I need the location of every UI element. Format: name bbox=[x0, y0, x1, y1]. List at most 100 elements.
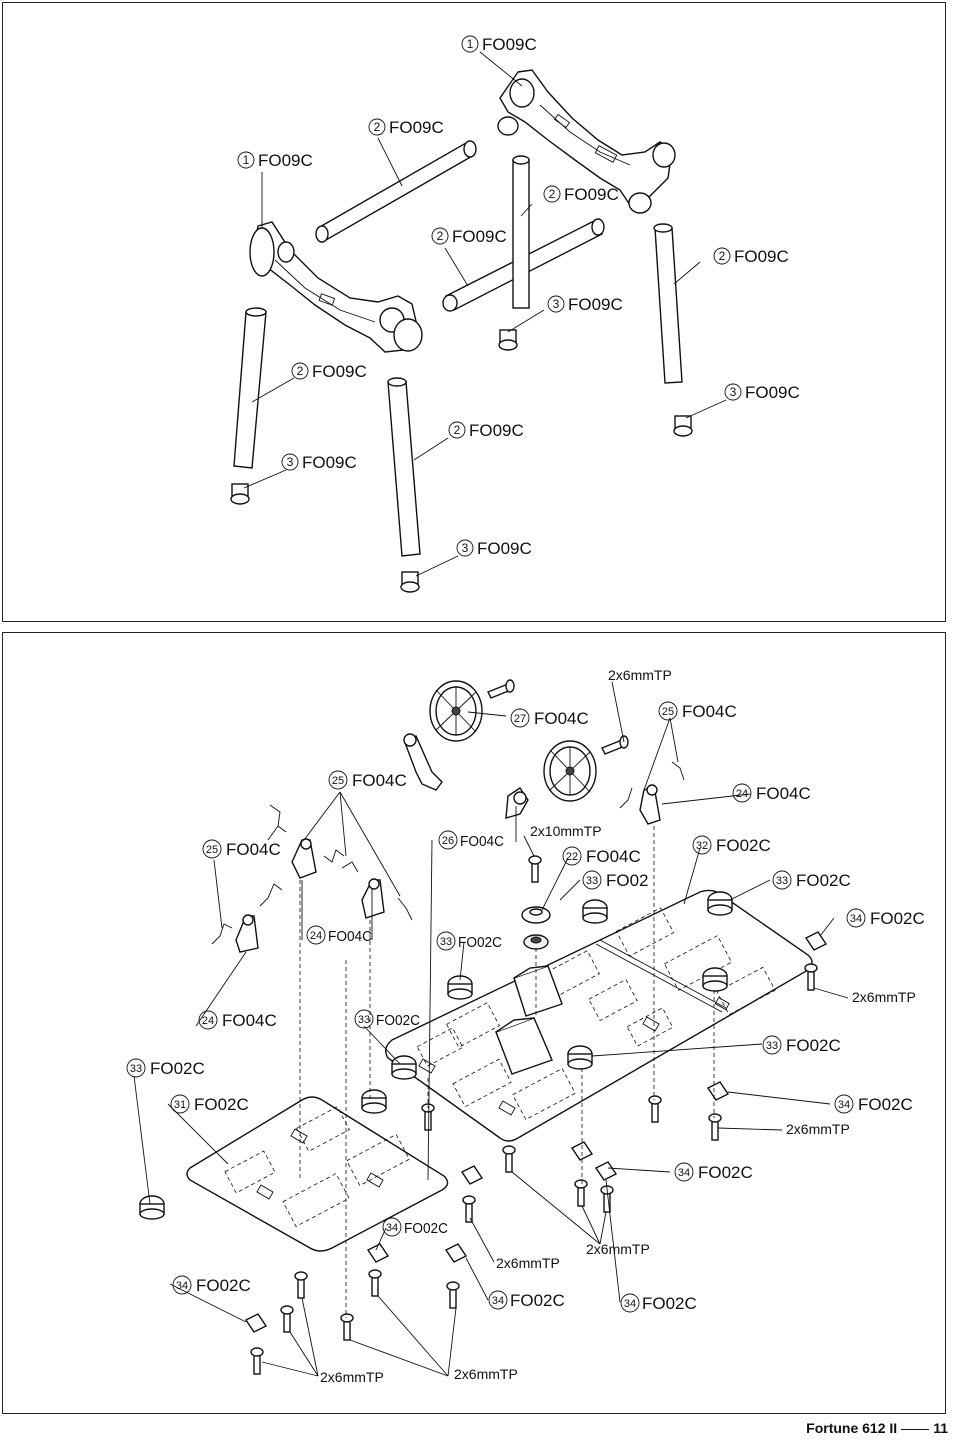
label-2x6mmtp-right: 2x6mmTP bbox=[852, 989, 916, 1005]
svg-text:FO09C: FO09C bbox=[568, 295, 623, 314]
label-2-fo09c-b: 2 FO09C bbox=[543, 185, 619, 204]
svg-text:2x6mmTP: 2x6mmTP bbox=[852, 989, 916, 1005]
svg-text:34: 34 bbox=[386, 1222, 398, 1234]
svg-text:2: 2 bbox=[549, 187, 556, 201]
svg-text:33: 33 bbox=[766, 1040, 778, 1052]
svg-text:FO02C: FO02C bbox=[194, 1095, 249, 1114]
svg-text:2x6mmTP: 2x6mmTP bbox=[320, 1369, 384, 1385]
svg-text:3: 3 bbox=[730, 385, 737, 399]
svg-text:FO04C: FO04C bbox=[586, 847, 641, 866]
svg-text:2: 2 bbox=[719, 249, 726, 263]
leg-center-back bbox=[512, 155, 530, 309]
label-1-fo09c-left: 1 FO09C bbox=[237, 151, 313, 170]
label-22-fo04c: 22 FO04C bbox=[562, 846, 641, 866]
svg-text:33: 33 bbox=[358, 1014, 370, 1026]
label-2x6mmtp-top: 2x6mmTP bbox=[608, 667, 672, 683]
svg-text:FO02C: FO02C bbox=[870, 909, 925, 928]
label-24-fo04c-center: 24 FO04C bbox=[306, 925, 372, 945]
svg-text:2x6mmTP: 2x6mmTP bbox=[608, 667, 672, 683]
label-2-fo09c-c: 2 FO09C bbox=[431, 227, 507, 246]
manual-title: Fortune 612 II bbox=[806, 1420, 898, 1436]
label-33-fo02c-mid: 33 FO02C bbox=[354, 1009, 420, 1029]
svg-text:27: 27 bbox=[514, 713, 526, 725]
svg-text:34: 34 bbox=[678, 1167, 690, 1179]
svg-text:2: 2 bbox=[437, 229, 444, 243]
svg-text:FO02C: FO02C bbox=[642, 1294, 697, 1313]
svg-text:2x6mmTP: 2x6mmTP bbox=[586, 1241, 650, 1257]
svg-text:34: 34 bbox=[624, 1298, 636, 1310]
svg-text:FO09C: FO09C bbox=[452, 227, 507, 246]
label-1-fo09c-top: 1 FO09C bbox=[461, 35, 537, 54]
svg-text:1: 1 bbox=[467, 37, 474, 51]
label-24-fo04c-top-right: 24 FO04C bbox=[732, 783, 811, 803]
svg-text:2x6mmTP: 2x6mmTP bbox=[786, 1121, 850, 1137]
svg-text:34: 34 bbox=[838, 1099, 850, 1111]
hand-wheel-upper bbox=[429, 680, 483, 742]
bracket-left-top bbox=[291, 838, 317, 879]
svg-text:3: 3 bbox=[553, 297, 560, 311]
label-32-fo02c: 32 FO02C bbox=[692, 835, 771, 855]
label-3-fo09c-c: 3 FO09C bbox=[281, 453, 357, 472]
label-26-fo04c: 26 FO04C bbox=[438, 830, 504, 850]
svg-text:FO02: FO02 bbox=[606, 871, 649, 890]
svg-text:FO09C: FO09C bbox=[258, 151, 313, 170]
label-34-fo02c-right: 34 FO02C bbox=[846, 908, 925, 928]
label-24-fo04c-left: 24 FO04C bbox=[198, 1010, 277, 1030]
svg-text:31: 31 bbox=[174, 1099, 186, 1111]
svg-text:34: 34 bbox=[176, 1280, 188, 1292]
svg-text:FO02C: FO02C bbox=[796, 871, 851, 890]
svg-text:25: 25 bbox=[332, 775, 344, 787]
label-34-fo02c-right-low: 34 FO02C bbox=[834, 1094, 913, 1114]
bracket-right-upper bbox=[639, 784, 661, 825]
bracket-arm-upper bbox=[403, 733, 443, 791]
svg-text:FO02C: FO02C bbox=[716, 836, 771, 855]
screw-vertical-set bbox=[250, 855, 818, 1375]
center-bearing-box-upper bbox=[513, 965, 563, 1017]
svg-text:FO09C: FO09C bbox=[482, 35, 537, 54]
svg-text:FO09C: FO09C bbox=[477, 539, 532, 558]
svg-text:FO04C: FO04C bbox=[460, 833, 504, 850]
label-34-fo02c-bottom-left: 34 FO02C bbox=[172, 1275, 251, 1295]
label-31-fo02c: 31 FO02C bbox=[170, 1094, 249, 1114]
crank-handle-set bbox=[211, 761, 685, 945]
svg-text:25: 25 bbox=[206, 844, 218, 856]
leg-center-front bbox=[387, 377, 421, 557]
stand-side-frame-right bbox=[497, 69, 676, 214]
leg-foot-cap-left bbox=[230, 483, 250, 505]
label-2x10mmtp: 2x10mmTP bbox=[530, 823, 602, 839]
page-number: 11 bbox=[933, 1420, 948, 1436]
mounting-clip-set bbox=[244, 931, 828, 1333]
svg-text:FO04C: FO04C bbox=[328, 928, 372, 945]
leg-right-back bbox=[653, 223, 683, 384]
bracket-center-upper bbox=[505, 787, 529, 819]
svg-text:FO02C: FO02C bbox=[786, 1036, 841, 1055]
label-33-fo02c-far-left: 33 FO02C bbox=[126, 1058, 205, 1078]
svg-text:FO09C: FO09C bbox=[469, 421, 524, 440]
label-2x6mmtp-bottom-center: 2x6mmTP bbox=[454, 1366, 518, 1382]
leg-foot-cap-right bbox=[673, 415, 693, 437]
svg-text:FO02C: FO02C bbox=[698, 1163, 753, 1182]
bearing-washer-stack bbox=[521, 906, 551, 950]
svg-text:3: 3 bbox=[462, 541, 469, 555]
label-3-fo09c-d: 3 FO09C bbox=[456, 539, 532, 558]
svg-text:FO09C: FO09C bbox=[734, 247, 789, 266]
label-33-fo02c-right-mid: 33 FO02C bbox=[762, 1035, 841, 1055]
label-34-fo02c-center-left: 34 FO02C bbox=[382, 1217, 448, 1237]
label-3-fo09c-a: 3 FO09C bbox=[547, 295, 623, 314]
svg-text:24: 24 bbox=[202, 1015, 214, 1027]
screw-top-wheel bbox=[487, 679, 515, 699]
hand-wheel-lower bbox=[543, 740, 597, 802]
svg-text:FO04C: FO04C bbox=[352, 771, 407, 790]
svg-text:FO02C: FO02C bbox=[404, 1220, 448, 1237]
svg-text:2: 2 bbox=[374, 120, 381, 134]
footer-rule bbox=[901, 1428, 930, 1430]
svg-text:22: 22 bbox=[566, 851, 578, 863]
page-footer: Fortune 612 II 11 bbox=[806, 1420, 948, 1436]
svg-text:25: 25 bbox=[662, 706, 674, 718]
top-leader-lines bbox=[243, 51, 727, 577]
leg-left-front bbox=[233, 307, 267, 469]
svg-text:32: 32 bbox=[696, 840, 708, 852]
label-2x6mmtp-center-right: 2x6mmTP bbox=[586, 1241, 650, 1257]
svg-text:33: 33 bbox=[440, 936, 452, 948]
